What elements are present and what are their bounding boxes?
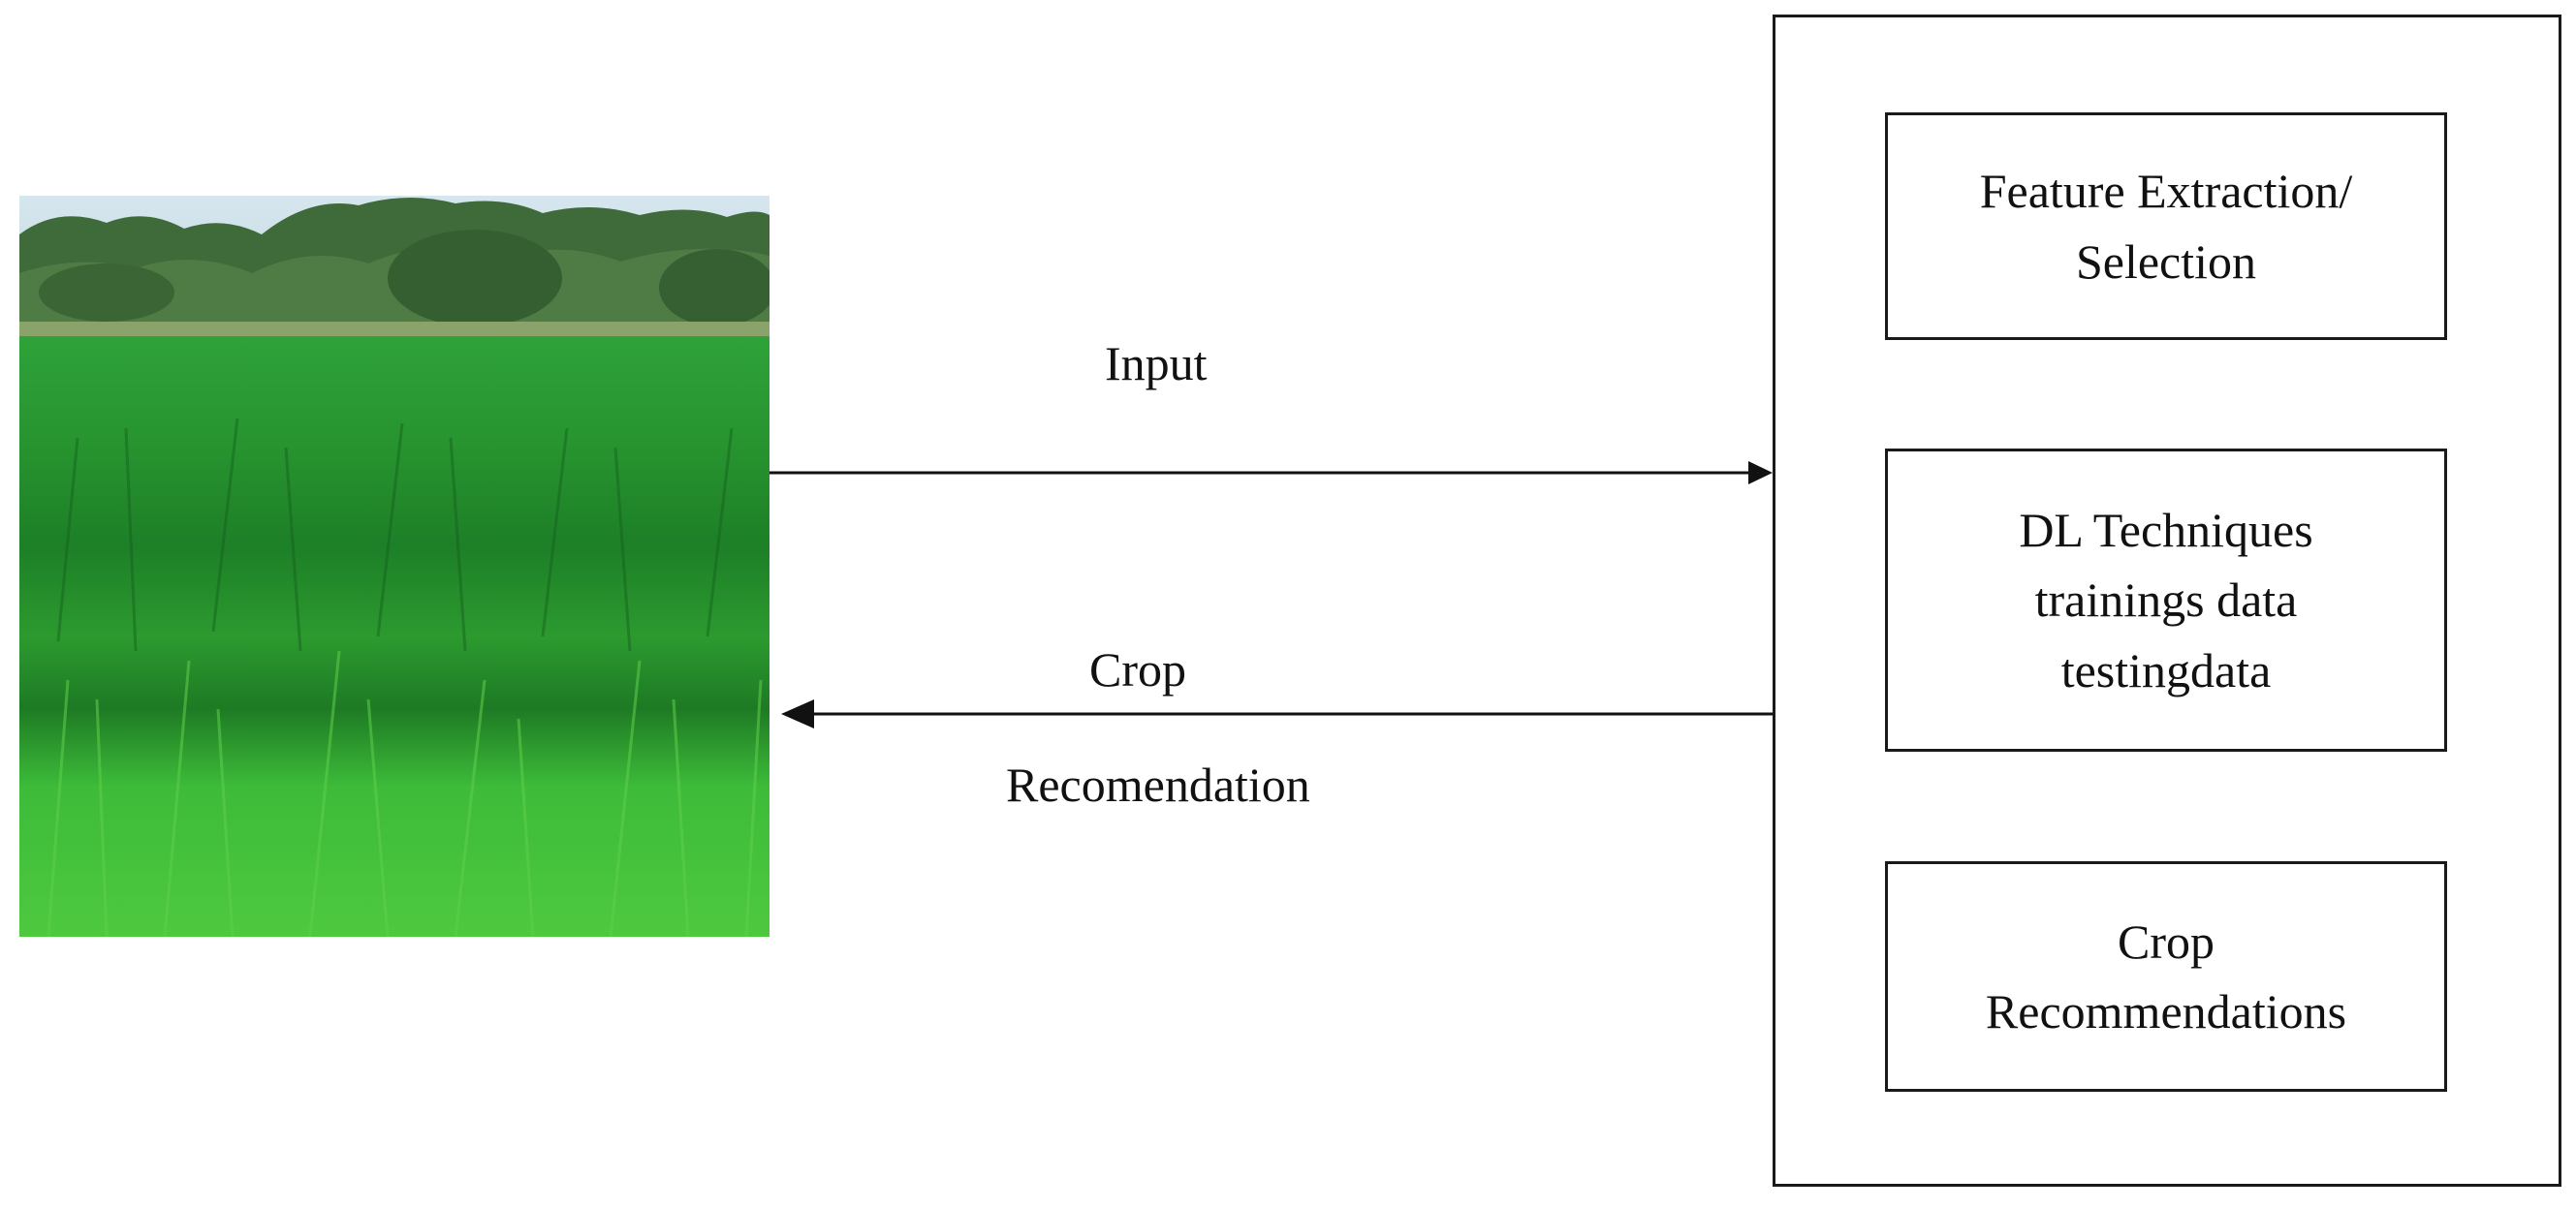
feature-extraction-box: Feature Extraction/ Selection [1885,112,2447,340]
dl-techniques-line3: testingdata [2060,642,2272,698]
feature-extraction-line1: Feature Extraction/ [1979,164,2353,218]
output-label-line2: Recomendation [1006,758,1310,812]
input-arrowhead [1748,461,1773,484]
dl-techniques-line2: trainings data [2034,573,2298,628]
dl-techniques-box: DL Techniques trainings data testingdata [1885,449,2447,752]
output-label-line1: Crop [1089,642,1186,697]
feature-extraction-line2: Selection [2075,233,2257,289]
crop-recommendations-line2: Recommendations [1985,984,2347,1038]
crop-recommendations-box: Crop Recommendations [1885,861,2447,1092]
crop-field-image [19,196,770,937]
system-container-box [1773,15,2561,1187]
crop-recommendations-line1: Crop [2118,914,2215,969]
dl-techniques-line1: DL Techniques [2019,502,2313,557]
input-label: Input [1105,336,1208,390]
output-arrowhead [781,699,814,728]
